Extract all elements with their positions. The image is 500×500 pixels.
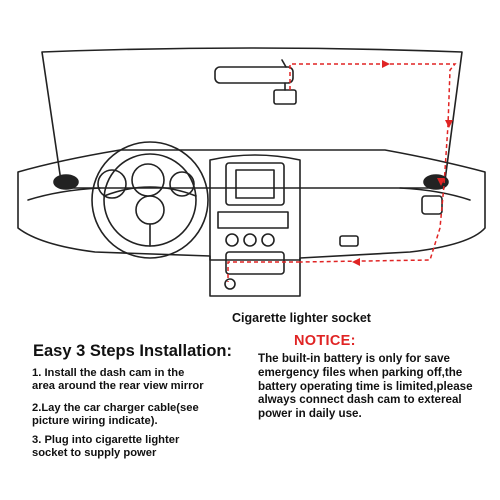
rear-view-mirror-icon [214, 59, 294, 84]
step-1-line-2: area around the rear view mirror [32, 380, 204, 392]
dashboard-outline [17, 149, 486, 297]
center-console-icon [209, 154, 301, 275]
step-2-line-2: picture wiring indicate). [32, 415, 158, 427]
step-3-line-1: 3. Plug into cigarette lighter [32, 434, 180, 446]
step-2-line-1: 2.Lay the car charger cable(see [32, 402, 199, 414]
steps-title: Easy 3 Steps Installation: [33, 342, 232, 360]
air-vent-icon [53, 174, 79, 190]
dash-cam-icon [273, 82, 297, 105]
cigarette-lighter-socket-icon [224, 278, 236, 290]
notice-title: NOTICE: [294, 333, 356, 349]
gauge-cluster-icon [97, 163, 195, 199]
cigarette-lighter-socket-label: Cigarette lighter socket [232, 311, 371, 325]
notice-text: The built-in battery is only for save em… [258, 352, 473, 421]
wire-route-arrow-icon [227, 63, 457, 282]
step-3-line-2: socket to supply power [32, 447, 157, 459]
steering-wheel-icon [91, 141, 209, 259]
car-dashboard-diagram [17, 47, 486, 297]
windshield-icon [41, 47, 463, 189]
step-1-line-1: 1. Install the dash cam in the [32, 367, 185, 379]
